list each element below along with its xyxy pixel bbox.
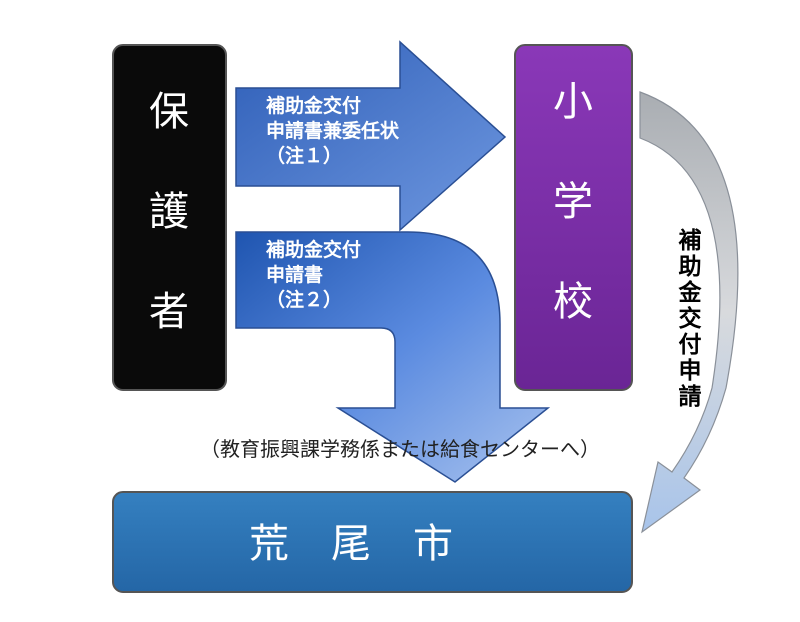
destination-note: （教育振興課学務係または給食センターへ） (200, 437, 600, 461)
arrow-guardian-to-city-label-line: （注２） (266, 288, 342, 311)
arrow-school-to-city-label-char: 付 (679, 332, 702, 358)
arrow-guardian-to-school-label-line: （注１） (266, 144, 342, 167)
city-label: 荒尾市 (249, 521, 495, 567)
school-label: 小学校 (553, 79, 593, 325)
arrow-school-to-city-label-char: 金 (678, 279, 703, 306)
arrow-guardian-to-city-label-line: 申請書 (266, 263, 323, 286)
arrow-school-to-city (639, 91, 739, 534)
school-label-char: 学 (553, 179, 593, 225)
guardian-label-char: 護 (149, 189, 189, 235)
guardian-label-char: 保 (149, 89, 189, 135)
arrow-guardian-to-school-label-line: 申請書兼委任状 (266, 119, 400, 142)
guardian-box (112, 44, 227, 391)
arrow-guardian-to-city (235, 231, 551, 483)
arrow-school-to-city-label-char: 交 (679, 305, 702, 332)
arrow-school-to-city-label-char: 補 (678, 228, 702, 254)
guardian-label: 保護者 (149, 89, 189, 335)
arrow-school-to-city-label: 補助金交付申請 (678, 228, 703, 410)
arrow-guardian-to-city-label: 補助金交付申請書（注２） (265, 238, 361, 311)
city-box (112, 491, 633, 593)
arrow-guardian-to-school (235, 40, 507, 232)
school-label-char: 校 (553, 279, 593, 325)
arrow-guardian-to-school-label-line: 補助金交付 (265, 94, 361, 117)
school-label-char: 小 (553, 79, 593, 125)
arrow-school-to-city-label-char: 申 (679, 357, 702, 384)
school-box (514, 44, 633, 391)
arrow-school-to-city-label-char: 請 (679, 383, 702, 410)
guardian-label-char: 者 (149, 289, 189, 335)
arrow-guardian-to-school-label: 補助金交付申請書兼委任状（注１） (265, 94, 400, 167)
arrow-school-to-city-label-char: 助 (679, 253, 702, 280)
arrow-guardian-to-city-label-line: 補助金交付 (265, 238, 361, 261)
